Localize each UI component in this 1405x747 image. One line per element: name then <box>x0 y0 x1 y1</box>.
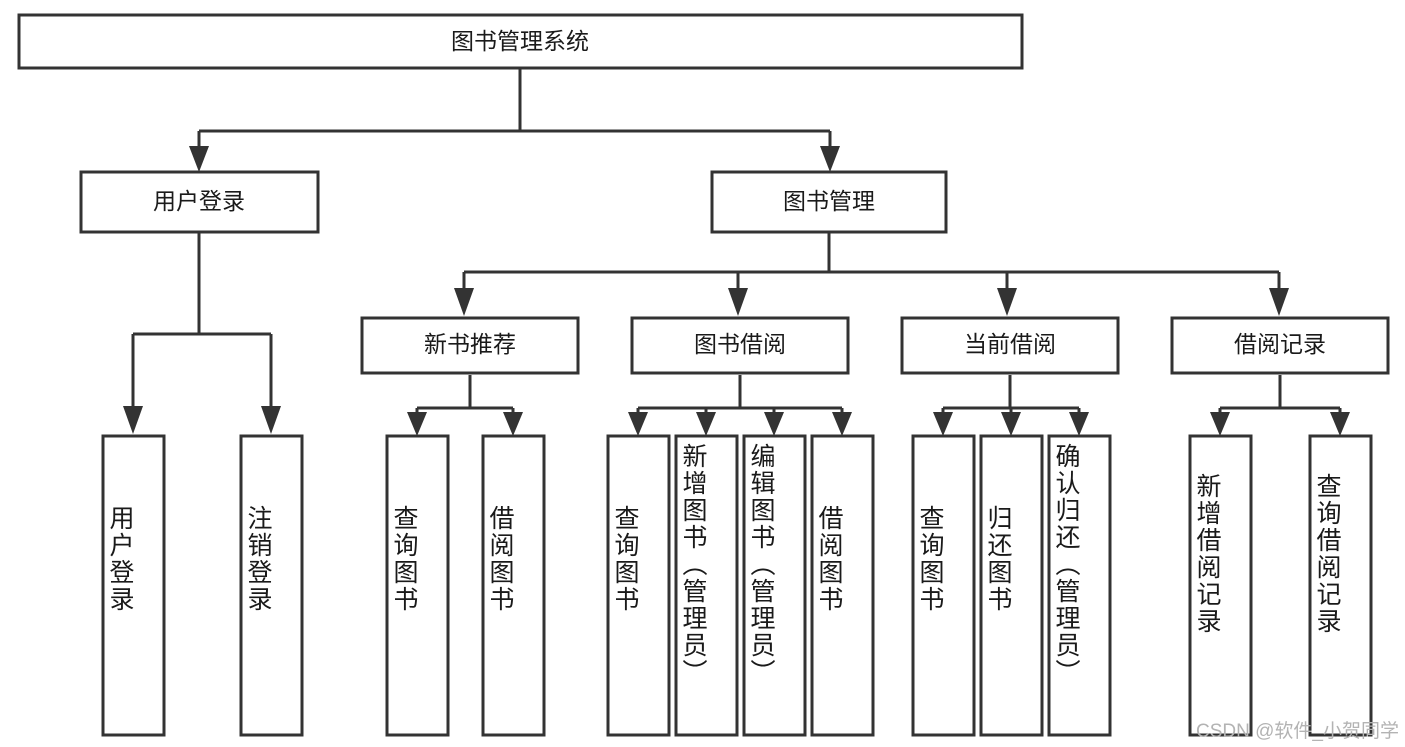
node-root-box[interactable] <box>17 13 1024 70</box>
node-new-book-recommend-box[interactable] <box>360 316 580 375</box>
node-leaf-borrow-book-2-box[interactable] <box>810 434 875 737</box>
node-borrow-record[interactable]: 借阅记录 <box>1170 316 1390 375</box>
arrow-head-icon <box>832 412 852 436</box>
connector-bookmgmt-to-level2 <box>454 233 1289 316</box>
node-book-borrow-box[interactable] <box>630 316 850 375</box>
arrow-head-icon <box>997 288 1017 316</box>
arrow-head-icon <box>1210 412 1230 436</box>
node-borrow-record-label: 借阅记录 <box>1234 331 1326 357</box>
connector-bookborrow-to-leaves <box>628 375 852 436</box>
node-leaf-borrow-book-1-box[interactable] <box>481 434 546 737</box>
connector-borrowrecord-to-leaves <box>1210 375 1350 436</box>
arrow-head-icon <box>454 288 474 316</box>
node-leaf-query-book-3-box[interactable] <box>911 434 976 737</box>
node-root-label: 图书管理系统 <box>451 28 589 54</box>
arrow-head-icon <box>764 412 784 436</box>
node-current-borrow-label: 当前借阅 <box>964 331 1056 357</box>
arrow-head-icon <box>1330 412 1350 436</box>
node-borrow-record-box[interactable] <box>1170 316 1390 375</box>
node-leaf-edit-book-box[interactable] <box>742 434 807 737</box>
arrow-head-icon <box>820 146 840 172</box>
arrow-head-icon <box>1269 288 1289 316</box>
node-root[interactable]: 图书管理系统 <box>17 13 1024 70</box>
arrow-head-icon <box>503 412 523 436</box>
node-book-management-box[interactable] <box>710 170 948 234</box>
node-new-book-recommend[interactable]: 新书推荐 <box>360 316 580 375</box>
arrow-head-icon <box>1069 412 1089 436</box>
node-current-borrow-box[interactable] <box>900 316 1120 375</box>
node-new-book-recommend-label: 新书推荐 <box>424 331 516 357</box>
node-leaf-query-book-2-box[interactable] <box>606 434 671 737</box>
node-book-management[interactable]: 图书管理 <box>710 170 948 234</box>
arrow-head-icon <box>123 406 143 434</box>
connector-userlogin-to-leaves <box>123 232 281 434</box>
connector-root-to-level1 <box>189 68 840 172</box>
node-leaf-query-record-box[interactable] <box>1308 434 1373 737</box>
arrow-head-icon <box>1001 412 1021 436</box>
node-user-login-box[interactable] <box>79 170 320 234</box>
node-leaf-confirm-return-box[interactable] <box>1047 434 1112 737</box>
node-user-login[interactable]: 用户登录 <box>79 170 320 234</box>
node-leaf-user-login-box[interactable] <box>101 434 166 737</box>
node-book-borrow[interactable]: 图书借阅 <box>630 316 850 375</box>
arrow-head-icon <box>407 412 427 436</box>
leaf-boxes <box>101 434 1373 737</box>
arrow-head-icon <box>728 288 748 316</box>
node-book-management-label: 图书管理 <box>783 188 875 214</box>
connector-newbook-to-leaves <box>407 375 523 436</box>
node-leaf-add-record-box[interactable] <box>1188 434 1253 737</box>
node-leaf-query-book-1-box[interactable] <box>385 434 450 737</box>
connector-currentborrow-to-leaves <box>933 375 1089 436</box>
arrow-head-icon <box>189 146 209 172</box>
arrow-head-icon <box>261 406 281 434</box>
arrow-head-icon <box>933 412 953 436</box>
node-user-login-label: 用户登录 <box>153 188 245 214</box>
node-leaf-logout-login-box[interactable] <box>239 434 304 737</box>
csdn-watermark: CSDN @软件_小贺同学 <box>1196 721 1399 742</box>
node-book-borrow-label: 图书借阅 <box>694 331 786 357</box>
node-leaf-return-book-box[interactable] <box>979 434 1044 737</box>
node-current-borrow[interactable]: 当前借阅 <box>900 316 1120 375</box>
arrow-head-icon <box>696 412 716 436</box>
arrow-head-icon <box>628 412 648 436</box>
node-leaf-add-book-box[interactable] <box>674 434 739 737</box>
